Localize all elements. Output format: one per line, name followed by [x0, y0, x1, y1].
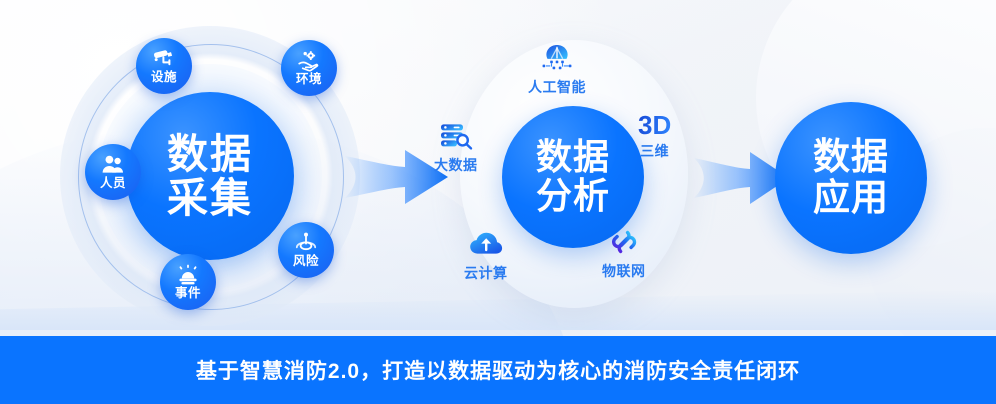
hand-gears-icon: [298, 51, 319, 72]
arrow-analysis-to-application: [694, 143, 790, 218]
radar-signal-icon: [295, 232, 317, 251]
data-application-core[interactable]: 数据 应用: [775, 102, 927, 254]
data-analysis-line1: 数据: [535, 136, 610, 178]
database-search-icon: [440, 124, 472, 150]
three-d-icon: 3D: [638, 110, 672, 140]
node-event[interactable]: 事件: [160, 254, 216, 310]
node-event-label: 事件: [174, 286, 201, 301]
node-personnel-label: 人员: [99, 176, 126, 191]
node-environment[interactable]: 环境: [281, 40, 337, 96]
alarm-siren-icon: [179, 264, 197, 285]
node-big-data-label: 大数据: [434, 157, 478, 173]
arrow-collect-to-analysis: [345, 140, 449, 219]
data-collection-line2: 采集: [167, 175, 253, 221]
node-3d-label: 三维: [640, 143, 670, 159]
node-iot-label: 物联网: [602, 263, 646, 279]
node-cloud-computing[interactable]: 云计算: [464, 228, 508, 283]
data-analysis-core[interactable]: 数据 分析: [502, 106, 644, 248]
orbit-ring: [78, 44, 344, 310]
data-application-line1: 数据: [813, 136, 889, 178]
neural-network-icon: [542, 45, 572, 70]
node-risk[interactable]: 风险: [278, 222, 334, 278]
node-environment-label: 环境: [295, 72, 322, 87]
people-icon: [102, 155, 123, 173]
node-big-data[interactable]: 大数据: [434, 120, 478, 175]
stage-data-collection: 数据 采集 设施: [60, 26, 360, 326]
cloud-upload-icon: [469, 232, 502, 254]
data-collection-line1: 数据: [167, 130, 253, 177]
node-personnel[interactable]: 人员: [85, 144, 141, 200]
node-iot[interactable]: 物联网: [602, 226, 646, 281]
data-application-line2: 应用: [813, 177, 889, 218]
data-analysis-line2: 分析: [535, 175, 610, 216]
cctv-camera-icon: [153, 50, 173, 66]
data-collection-core[interactable]: 数据 采集: [126, 92, 294, 260]
bottom-banner: 基于智慧消防2.0，打造以数据驱动为核心的消防安全责任闭环: [0, 336, 996, 404]
chain-link-icon: [611, 230, 636, 254]
node-risk-label: 风险: [292, 254, 319, 269]
node-facility-label: 设施: [150, 70, 177, 85]
node-ai-label: 人工智能: [528, 79, 586, 95]
node-3d[interactable]: 3D 三维: [638, 112, 671, 161]
banner-text: 基于智慧消防2.0，打造以数据驱动为核心的消防安全责任闭环: [195, 360, 801, 383]
node-facility[interactable]: 设施: [136, 38, 192, 94]
node-cloud-computing-label: 云计算: [464, 265, 508, 281]
node-ai[interactable]: 人工智能: [528, 42, 586, 97]
